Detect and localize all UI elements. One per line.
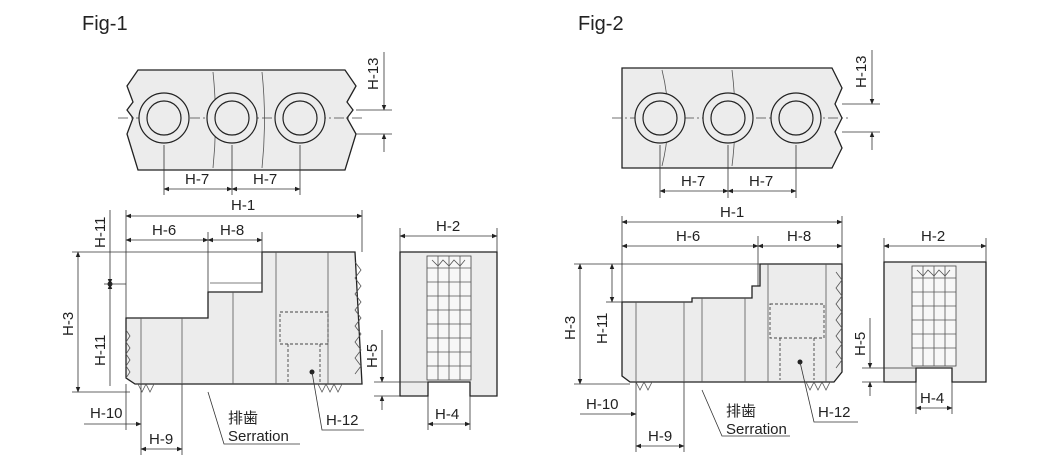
fig1-label-h7a: H-7 [185, 171, 209, 188]
fig2-label-h7a: H-7 [681, 173, 705, 190]
fig1-label-h10: H-10 [90, 405, 123, 422]
figure-2-title: Fig-2 [578, 13, 624, 35]
fig1-label-serration-jp: 排歯 [228, 410, 258, 427]
fig2-label-h8: H-8 [787, 228, 811, 245]
fig2-label-h4: H-4 [920, 390, 944, 407]
fig1-side-view: H-2 H-5 H-4 [364, 218, 498, 430]
fig2-label-h13: H-13 [853, 55, 870, 88]
fig1-top-view: H-7 H-7 H-13 [118, 52, 392, 195]
fig1-label-serration-en: Serration [228, 428, 289, 445]
fig2-label-h9: H-9 [648, 428, 672, 445]
fig2-label-h3: H-3 [562, 316, 579, 340]
fig1-label-h9: H-9 [149, 431, 173, 448]
figure-2: Fig-2 H-7 H-7 H-13 [562, 13, 987, 452]
fig2-label-h10: H-10 [586, 396, 619, 413]
fig2-label-h5: H-5 [852, 332, 869, 356]
fig2-side-view: H-2 H-5 H-4 [852, 228, 987, 414]
fig2-label-h6: H-6 [676, 228, 700, 245]
fig1-front-view: H-1 H-6 H-8 H-3 H-11 H-11 H-10 H-9 排歯 Se… [60, 197, 364, 455]
fig1-label-h13: H-13 [365, 57, 382, 90]
fig2-label-h1: H-1 [720, 204, 744, 221]
fig1-label-h4: H-4 [435, 406, 459, 423]
fig1-label-h1: H-1 [231, 197, 255, 214]
fig1-serration-teeth [426, 255, 472, 381]
fig2-label-h11: H-11 [594, 313, 611, 344]
fig1-label-h2: H-2 [436, 218, 460, 235]
fig1-label-h11a: H-11 [92, 217, 109, 248]
figure-1-title: Fig-1 [82, 13, 128, 35]
fig2-label-h2: H-2 [921, 228, 945, 245]
fig2-top-view: H-7 H-7 H-13 [612, 50, 880, 198]
fig2-label-h7b: H-7 [749, 173, 773, 190]
fig1-label-h6: H-6 [152, 222, 176, 239]
fig1-label-h12: H-12 [326, 412, 359, 429]
fig2-label-serration-jp: 排歯 [726, 403, 756, 420]
fig1-label-h11b: H-11 [92, 335, 109, 366]
fig1-label-h5: H-5 [364, 344, 381, 368]
fig2-front-view: H-1 H-6 H-8 H-3 H-11 H-10 H-9 排歯 Serrati… [562, 204, 858, 452]
fig1-label-h3: H-3 [60, 312, 77, 336]
figure-1: Fig-1 H-7 H-7 H-13 [60, 13, 498, 455]
fig2-serration-teeth [911, 265, 957, 367]
fig1-label-h7b: H-7 [253, 171, 277, 188]
fig1-label-h8: H-8 [220, 222, 244, 239]
fig2-label-serration-en: Serration [726, 421, 787, 438]
fig2-label-h12: H-12 [818, 404, 851, 421]
